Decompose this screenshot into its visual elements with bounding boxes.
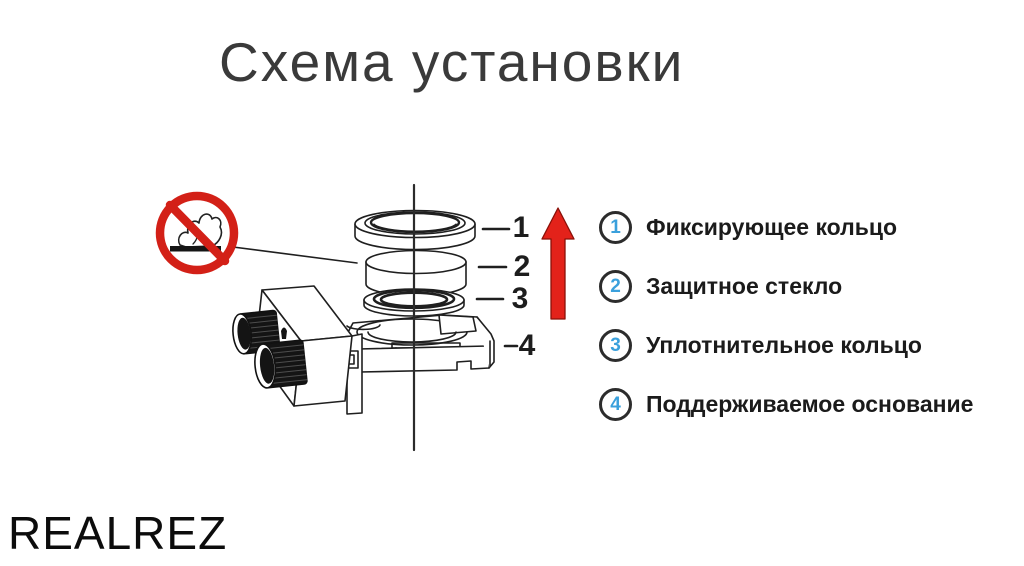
- legend: 1 Фиксирующее кольцо 2 Защитное стекло 3…: [599, 211, 973, 447]
- part-label-2: 2: [513, 250, 531, 283]
- legend-item-fixing-ring: 1 Фиксирующее кольцо: [599, 211, 973, 244]
- page-title: Схема установки: [219, 31, 685, 93]
- up-arrow-icon: [541, 207, 575, 320]
- legend-number-badge: 1: [599, 211, 632, 244]
- part-label-4: 4: [518, 329, 536, 362]
- legend-item-label: Фиксирующее кольцо: [646, 214, 898, 240]
- legend-item-sealing-ring: 3 Уплотнительное кольцо: [599, 329, 973, 362]
- legend-item-label: Защитное стекло: [646, 273, 843, 299]
- legend-number-badge: 2: [599, 270, 632, 303]
- prohibition-leader-line: [232, 246, 358, 264]
- legend-number-badge: 3: [599, 329, 632, 362]
- no-touch-icon: [155, 191, 239, 275]
- part-label-3: 3: [511, 282, 529, 315]
- legend-item-protective-glass: 2 Защитное стекло: [599, 270, 973, 303]
- part-label-1: 1: [512, 211, 530, 244]
- watermark: REALREZ: [8, 507, 228, 559]
- legend-number-badge: 4: [599, 388, 632, 421]
- protective-glass-drawing: [365, 249, 467, 297]
- part-label-dashes: [475, 227, 519, 348]
- adjustment-knob-lower: [254, 339, 308, 389]
- legend-item-supported-base: 4 Поддерживаемое основание: [599, 388, 973, 421]
- legend-item-label: Уплотнительное кольцо: [646, 332, 922, 358]
- base-mount-drawing: [232, 285, 495, 415]
- legend-item-label: Поддерживаемое основание: [646, 391, 974, 417]
